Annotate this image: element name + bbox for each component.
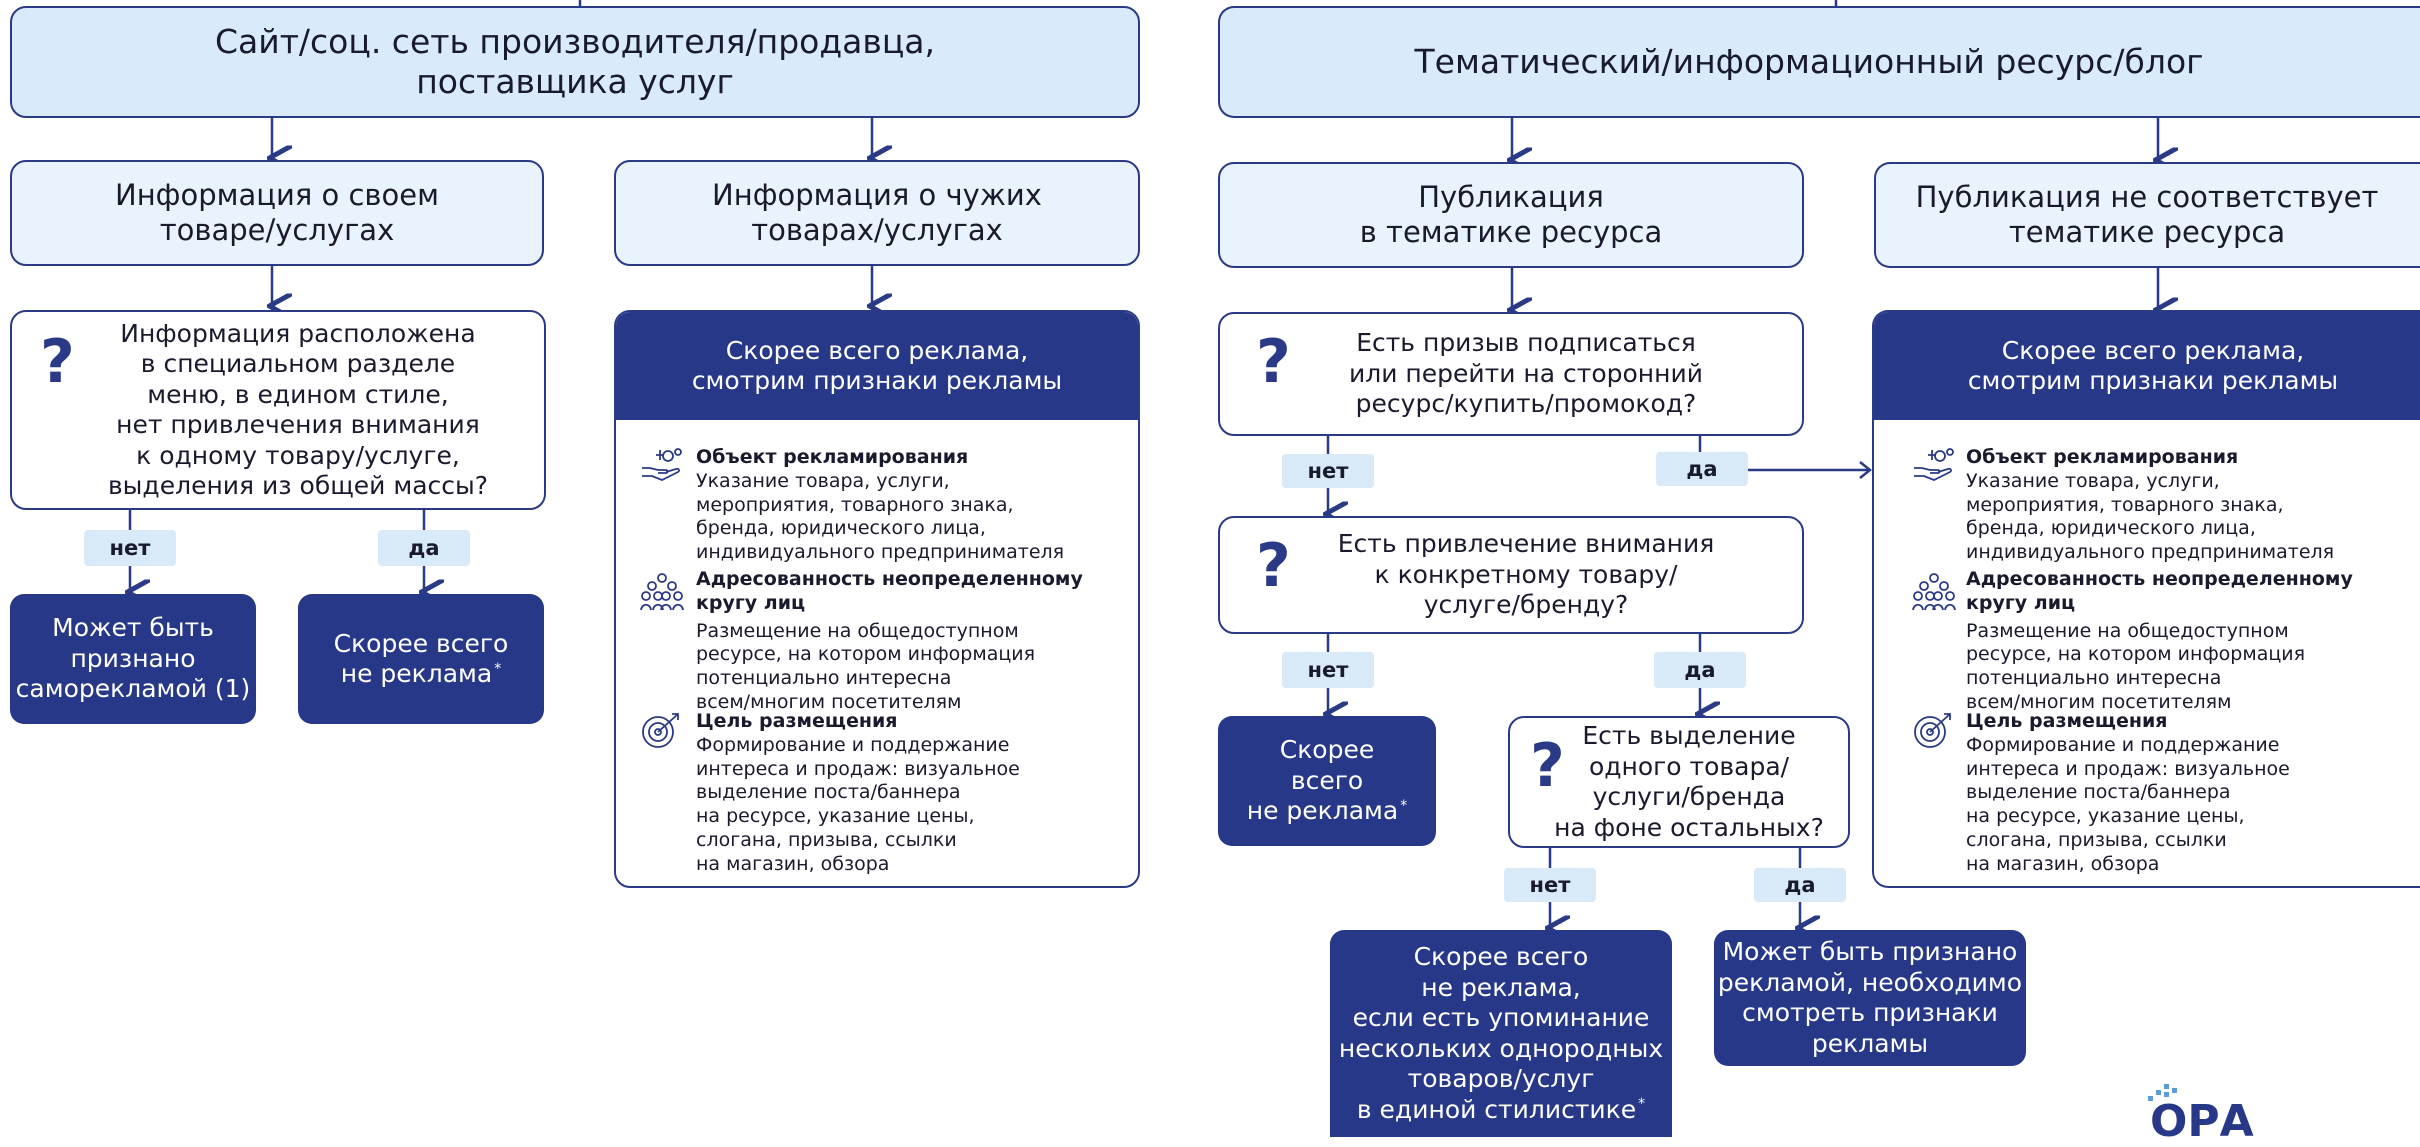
ad-section-object-text: Указание товара, услуги, мероприятия, то… [1966, 469, 2335, 563]
others-goods-info-label: Информация о чужих товарах/услугах [712, 177, 1042, 247]
ad-section-audience-title: Адресованность неопределенному кругу лиц [696, 568, 1083, 614]
site-manufacturer-box: Сайт/соц. сеть производителя/продавца, п… [10, 6, 1140, 118]
q3-not-ad-result: Скорее всего не реклама, если есть упоми… [1330, 930, 1672, 1137]
ad-section-audience-text: Размещение на общедоступном ресурсе, на … [696, 619, 1036, 713]
thematic-resource-box: Тематический/информационный ресурс/блог [1218, 6, 2420, 118]
footnote-mark: * [1638, 1096, 1646, 1113]
q1-no-pill: нет [1282, 454, 1374, 488]
left-question-box: ? Информация расположена в специальном р… [10, 310, 546, 510]
ad-section-audience-title: Адресованность неопределенному кругу лиц [1966, 568, 2353, 614]
ad-section-purpose-text: Формирование и поддержание интереса и пр… [1966, 733, 2290, 875]
q3-not-ad-text: Скорее всего не реклама, если есть упоми… [1338, 942, 1664, 1124]
ad-section-object: Объект рекламирования Указание товара, у… [1966, 446, 2416, 565]
question-mark-icon: ? [40, 327, 75, 397]
target-icon [642, 713, 679, 748]
publication-in-theme-label: Публикация в тематике ресурса [1359, 179, 1663, 249]
left-question-text: Информация расположена в специальном раз… [107, 318, 489, 501]
question-call-to-action: ? Есть призыв подписаться или перейти на… [1218, 312, 1804, 436]
footnote-mark: * [494, 660, 502, 677]
ad-section-audience: Адресованность неопределенному кругу лиц… [1966, 568, 2416, 715]
ad-panel-header: Скорее всего реклама, смотрим признаки р… [616, 312, 1138, 420]
ad-section-object: Объект рекламирования Указание товара, у… [696, 446, 1126, 565]
q2-yes-pill: да [1654, 652, 1746, 688]
left-not-ad-text: Скорее всего не реклама [333, 628, 509, 689]
publication-in-theme-box: Публикация в тематике ресурса [1218, 162, 1804, 268]
hand-coins-icon [642, 448, 682, 481]
own-goods-info-label: Информация о своем товаре/услугах [115, 177, 439, 247]
question-mark-icon: ? [1256, 531, 1291, 601]
q3-yes-pill: да [1754, 868, 1846, 902]
q2-not-ad-text: Скорее всего не реклама [1246, 735, 1399, 826]
self-advertising-text: Может быть признано саморекламой (1) [15, 613, 251, 704]
publication-not-theme-label: Публикация не соответствует тематике рес… [1915, 179, 2379, 249]
q2-no-pill: нет [1282, 652, 1374, 688]
ad-section-purpose: Цель размещения Формирование и поддержан… [1966, 710, 2416, 876]
ad-section-audience-text: Размещение на общедоступном ресурсе, на … [1966, 619, 2306, 713]
q3-may-be-ad-text: Может быть признано рекламой, необходимо… [1717, 937, 2023, 1058]
self-advertising-result: Может быть признано саморекламой (1) [10, 594, 256, 724]
question-mark-icon: ? [1530, 731, 1565, 801]
ad-section-audience: Адресованность неопределенному кругу лиц… [696, 568, 1126, 715]
q2-not-ad-result: Скорее всего не реклама* [1218, 716, 1436, 846]
ad-section-purpose-title: Цель размещения [1966, 710, 2168, 732]
people-group-icon [640, 573, 684, 611]
site-manufacturer-label: Сайт/соц. сеть производителя/продавца, п… [214, 21, 935, 101]
ad-section-object-title: Объект рекламирования [1966, 446, 2239, 468]
ad-panel-header: Скорее всего реклама, смотрим признаки р… [1874, 312, 2420, 420]
left-no-pill: нет [84, 530, 176, 566]
hand-coins-icon [1914, 448, 1954, 481]
logo-dots-icon [2148, 1084, 2177, 1101]
logo-text: ОРА [2150, 1096, 2254, 1147]
left-not-ad-result: Скорее всего не реклама* [298, 594, 544, 724]
q3-no-pill: нет [1504, 868, 1596, 902]
q3-may-be-ad-result: Может быть признано рекламой, необходимо… [1714, 930, 2026, 1066]
question-highlight: ? Есть выделение одного товара/ услуги/б… [1508, 716, 1850, 848]
ad-section-object-text: Указание товара, услуги, мероприятия, то… [696, 469, 1065, 563]
question-attention-text: Есть привлечение внимания к конкретному … [1337, 529, 1715, 620]
q1-yes-pill: да [1656, 452, 1748, 486]
brand-logo: ОРА [2148, 1084, 2254, 1144]
ad-section-purpose-title: Цель размещения [696, 710, 898, 732]
ad-panel-left: Скорее всего реклама, смотрим признаки р… [614, 310, 1140, 888]
ad-section-purpose: Цель размещения Формирование и поддержан… [696, 710, 1126, 876]
target-icon [1914, 713, 1951, 748]
question-highlight-text: Есть выделение одного товара/ услуги/бре… [1554, 721, 1824, 842]
question-call-to-action-text: Есть призыв подписаться или перейти на с… [1349, 328, 1703, 419]
ad-section-purpose-text: Формирование и поддержание интереса и пр… [696, 733, 1020, 875]
own-goods-info-box: Информация о своем товаре/услугах [10, 160, 544, 266]
left-yes-pill: да [378, 530, 470, 566]
footnote-mark: * [1400, 797, 1408, 814]
people-group-icon [1912, 573, 1956, 611]
ad-section-object-title: Объект рекламирования [696, 446, 969, 468]
others-goods-info-box: Информация о чужих товарах/услугах [614, 160, 1140, 266]
thematic-resource-label: Тематический/информационный ресурс/блог [1414, 41, 2204, 81]
publication-not-theme-box: Публикация не соответствует тематике рес… [1874, 162, 2420, 268]
question-attention: ? Есть привлечение внимания к конкретном… [1218, 516, 1804, 634]
ad-panel-right: Скорее всего реклама, смотрим признаки р… [1872, 310, 2420, 888]
question-mark-icon: ? [1256, 327, 1291, 397]
